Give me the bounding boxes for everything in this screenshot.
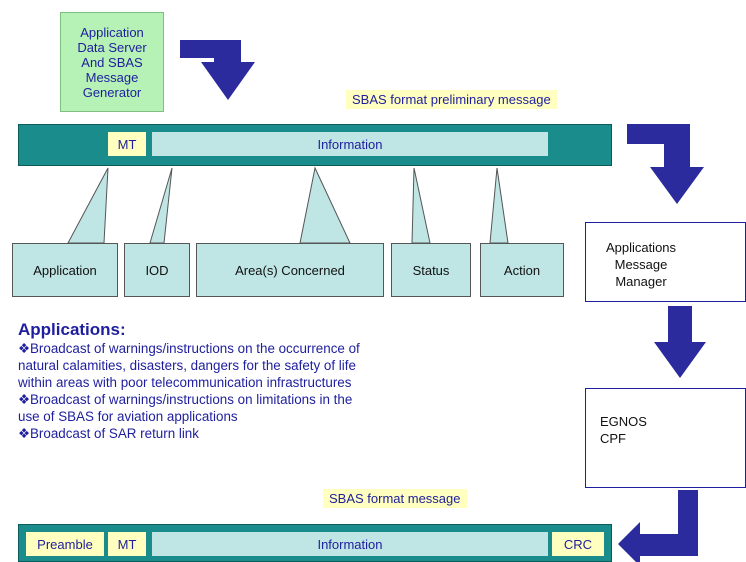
applications-line: ❖Broadcast of SAR return link xyxy=(18,426,199,441)
applications-line: natural calamities, disasters, dangers f… xyxy=(18,358,356,373)
field-areas-concerned: Area(s) Concerned xyxy=(196,243,384,297)
message-manager-box: Applications Message Manager xyxy=(585,222,746,302)
applications-line: use of SBAS for aviation applications xyxy=(18,409,238,424)
final-crc-field: CRC xyxy=(552,532,604,556)
arrow-to-manager xyxy=(627,124,704,204)
field-status: Status xyxy=(391,243,471,297)
field-iod: IOD xyxy=(124,243,190,297)
applications-line: ❖Broadcast of warnings/instructions on l… xyxy=(18,392,353,407)
field-action: Action xyxy=(480,243,564,297)
applications-title: Applications: xyxy=(18,320,126,339)
message-manager-label: Applications Message Manager xyxy=(605,240,677,289)
generator-box: Application Data Server And SBAS Message… xyxy=(60,12,164,112)
arrow-generator-down xyxy=(180,40,255,100)
egnos-cpf-box: EGNOS CPF xyxy=(585,388,746,488)
final-mt-field: MT xyxy=(108,532,146,556)
callout-application xyxy=(67,167,109,244)
egnos-cpf-label: EGNOS CPF xyxy=(600,414,647,446)
callout-area xyxy=(299,166,351,244)
applications-line: ❖Broadcast of warnings/instructions on t… xyxy=(18,341,360,356)
preliminary-mt-field: MT xyxy=(108,132,146,156)
applications-section: Applications: ❖Broadcast of warnings/ins… xyxy=(18,320,488,442)
arrow-to-cpf xyxy=(654,306,706,378)
field-application: Application xyxy=(12,243,118,297)
callout-iod xyxy=(149,167,173,244)
final-caption: SBAS format message xyxy=(323,489,467,508)
preliminary-information-field: Information xyxy=(152,132,548,156)
arrow-to-final xyxy=(618,490,698,562)
final-information-field: Information xyxy=(152,532,548,556)
final-preamble-field: Preamble xyxy=(26,532,104,556)
applications-line: within areas with poor telecommunication… xyxy=(18,375,352,390)
preliminary-caption: SBAS format preliminary message xyxy=(346,90,557,109)
callout-action xyxy=(489,167,509,244)
callout-status xyxy=(411,167,431,244)
